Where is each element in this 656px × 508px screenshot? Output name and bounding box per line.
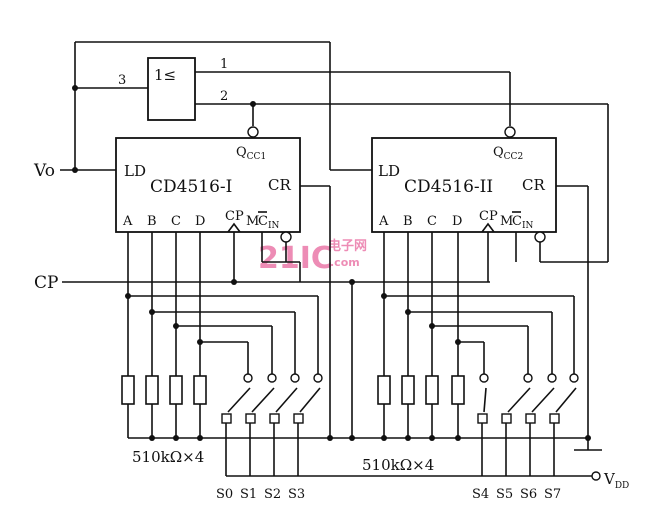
labels: Vo CP 510kΩ×4 510kΩ×4 VDD xyxy=(33,161,629,491)
resistor-value-2: 510kΩ×4 xyxy=(362,456,434,474)
chip2-pin-d: D xyxy=(452,214,462,229)
resistor xyxy=(451,375,465,405)
chip1-pin-d: D xyxy=(195,214,205,229)
watermark: 21IC 电子网 .com xyxy=(258,238,367,276)
resistor-bank-2 xyxy=(377,375,465,405)
chip2-name: CD4516-II xyxy=(404,177,493,197)
switch-s0[interactable] xyxy=(221,373,253,476)
resistor xyxy=(193,375,207,405)
switch-label-s0: S0 xyxy=(216,487,233,502)
chip2-cp-label: CP xyxy=(479,209,498,224)
chip1-cr-label: CR xyxy=(268,176,291,194)
resistor xyxy=(121,375,135,405)
chip1-pin-c: C xyxy=(171,214,181,229)
switch-s1[interactable] xyxy=(245,373,277,476)
gate-input-1-label: 1 xyxy=(220,57,228,72)
switch-label-s3: S3 xyxy=(288,487,305,502)
resistor-bank-1 xyxy=(121,375,207,405)
chip1-qcc-label: QCC1 xyxy=(236,145,266,162)
chip1-name: CD4516-I xyxy=(150,177,232,197)
chip1-ld-label: LD xyxy=(124,162,146,180)
resistor xyxy=(169,375,183,405)
chip2-cin-label: CIN xyxy=(512,214,534,231)
switch-s2[interactable] xyxy=(269,373,300,476)
resistor xyxy=(401,375,415,405)
switch-label-s7: S7 xyxy=(544,487,561,502)
dip-switches xyxy=(221,373,579,476)
chip1-cin-label: CIN xyxy=(258,214,280,231)
cp-input-label: CP xyxy=(34,273,58,293)
resistor xyxy=(425,375,439,405)
gate-output-3-label: 3 xyxy=(118,73,126,88)
chip2-pin-a: A xyxy=(378,214,389,229)
switch-label-s6: S6 xyxy=(520,487,537,502)
or-gate: 1≤ 1 2 3 xyxy=(118,57,228,121)
resistor xyxy=(145,375,159,405)
feedback-wiring xyxy=(60,41,609,263)
vo-label: Vo xyxy=(33,161,55,181)
chip2-pin-b: B xyxy=(403,214,413,229)
resistor-value-1: 510kΩ×4 xyxy=(132,448,204,466)
switch-s5[interactable] xyxy=(501,373,533,476)
chip-cd4516-2: QCC2 LD CD4516-II CR A B C D CP M CIN xyxy=(371,126,557,243)
switch-label-s1: S1 xyxy=(240,487,257,502)
switch-s6[interactable] xyxy=(525,373,557,476)
chip2-m-label: M xyxy=(500,214,513,229)
chip1-pin-b: B xyxy=(147,214,157,229)
chip2-cr-label: CR xyxy=(522,176,545,194)
switch-s7[interactable] xyxy=(549,373,579,476)
switch-labels: S0 S1 S2 S3 S4 S5 S6 S7 xyxy=(216,487,561,502)
gate-symbol: 1≤ xyxy=(154,66,176,84)
chip1-wiring xyxy=(62,185,588,441)
watermark-brand: 21IC xyxy=(258,241,333,276)
vdd-bus xyxy=(226,471,601,481)
watermark-cn: 电子网 xyxy=(328,238,367,254)
switch-s4[interactable] xyxy=(477,373,489,476)
chip2-ld-label: LD xyxy=(378,162,400,180)
switch-label-s2: S2 xyxy=(264,487,281,502)
switch-label-s4: S4 xyxy=(472,487,489,502)
watermark-en: .com xyxy=(330,256,360,269)
gate-input-2-label: 2 xyxy=(220,89,228,104)
chip1-m-label: M xyxy=(246,214,259,229)
chip1-cp-label: CP xyxy=(225,209,244,224)
switch-label-s5: S5 xyxy=(496,487,513,502)
switch-s3[interactable] xyxy=(293,373,323,476)
chip2-wiring xyxy=(381,185,602,451)
chip2-pin-c: C xyxy=(427,214,437,229)
chip-cd4516-1: QCC1 LD CD4516-I CR A B C D CP M CIN xyxy=(115,126,301,243)
resistor xyxy=(377,375,391,405)
chip2-qcc-label: QCC2 xyxy=(493,145,523,162)
vdd-label: VDD xyxy=(603,470,629,491)
chip1-pin-a: A xyxy=(122,214,133,229)
